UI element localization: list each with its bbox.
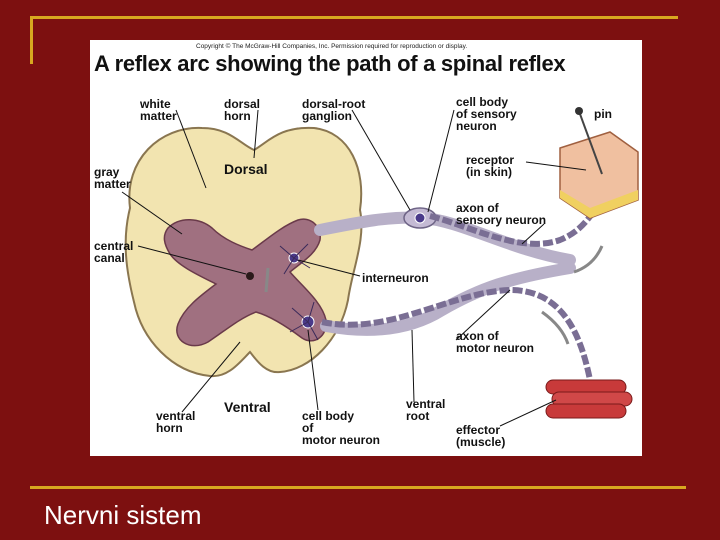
pin-head [575, 107, 583, 115]
interneuron-dendrites [279, 243, 311, 275]
top-rule [30, 16, 678, 19]
pin-shaft [579, 113, 603, 175]
motor-direction-arrow [541, 310, 570, 345]
label-ventral-root: ventral root [406, 397, 446, 423]
label-effector: effector (muscle) [456, 423, 506, 449]
label-interneuron: interneuron [362, 271, 429, 285]
label-axon-motor: axon of motor neuron [456, 329, 534, 355]
label-gray-matter: gray matter [94, 165, 131, 191]
sensory-direction-arrow [573, 245, 604, 274]
slide-title: Nervni sistem [44, 500, 202, 530]
motor-axon [321, 286, 593, 381]
left-rule [30, 16, 33, 64]
label-dorsal-horn: dorsal horn [224, 97, 261, 123]
label-axon-sensory: axon of sensory neuron [456, 201, 547, 227]
sensory-cell-body [414, 212, 426, 224]
label-ventral-horn: ventral horn [156, 409, 196, 435]
ventral-root [320, 262, 576, 336]
label-receptor: receptor (in skin) [466, 153, 515, 179]
skin-layer [560, 190, 638, 218]
label-cell-body-sensory: cell body of sensory neuron [456, 95, 517, 133]
central-canal [246, 272, 254, 280]
reflex-arc-illustration [121, 107, 639, 427]
label-dorsal: Dorsal [224, 161, 268, 177]
label-pin: pin [594, 107, 612, 121]
effector-muscle [545, 379, 633, 419]
label-white-matter: white matter [140, 97, 177, 123]
copyright-notice: Copyright © The McGraw-Hill Companies, I… [196, 43, 468, 50]
label-dorsal-root-ganglion: dorsal-root ganglion [302, 97, 366, 123]
leader-lines [121, 109, 587, 427]
reflex-arc-figure: Copyright © The McGraw-Hill Companies, I… [90, 40, 642, 456]
label-cell-body-motor: cell body of motor neuron [302, 409, 380, 447]
label-ventral: Ventral [224, 399, 271, 415]
spinal-direction-arrow [264, 267, 270, 293]
bottom-rule [30, 486, 686, 489]
label-central-canal: central canal [94, 239, 134, 265]
motor-neuron-dendrites [289, 301, 319, 341]
figure-title: A reflex arc showing the path of a spina… [94, 51, 566, 76]
